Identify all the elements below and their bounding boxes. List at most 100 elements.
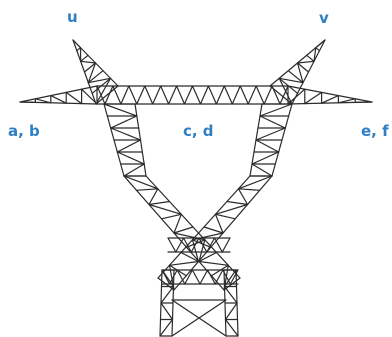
lower-cross — [171, 299, 227, 337]
left-foot-brace — [159, 318, 174, 337]
left-cross-leg-brace — [123, 175, 159, 190]
right-foot-brace — [224, 318, 239, 337]
left-cross-leg-brace — [148, 203, 182, 215]
right-cross-leg-brace — [214, 203, 249, 215]
right-cross-leg-brace — [191, 239, 200, 263]
left-cross-leg-strut — [173, 226, 194, 234]
right-cross-leg-brace — [237, 175, 273, 190]
left-wing-brace — [80, 88, 98, 105]
body-band-2-brace — [199, 269, 209, 285]
left-peak-brace — [87, 77, 112, 84]
crossarm-brace — [183, 85, 194, 105]
left-peak-strut — [91, 77, 112, 94]
right-cross-leg-strut — [214, 213, 236, 220]
left-peak-brace — [80, 60, 97, 64]
body-band-1-brace — [213, 237, 223, 253]
right-peak-brace — [278, 77, 304, 84]
right-peak-brace — [315, 39, 326, 49]
left-foot-brace — [161, 269, 175, 288]
crossarm-brace — [207, 85, 217, 105]
crossarm-brace — [231, 85, 241, 105]
crossarm-brace — [168, 85, 178, 105]
body-band-2-brace — [207, 269, 216, 285]
left-peak-strut — [87, 70, 104, 84]
crossarm-brace — [247, 85, 257, 105]
right-peak-brace — [278, 77, 293, 105]
left-peak-brace — [95, 77, 112, 105]
left-peak-strut — [80, 54, 89, 62]
left-cross-leg-brace — [198, 239, 206, 263]
right-peak-strut — [287, 70, 304, 84]
label-v: v — [319, 9, 329, 27]
body-band-2-brace — [191, 269, 201, 285]
left-peak-brace — [72, 39, 82, 49]
left-peak-brace — [87, 62, 97, 84]
right-foot-brace — [224, 302, 238, 321]
crossarm-brace — [120, 85, 130, 105]
body-band-2-brace — [229, 269, 239, 285]
left-foot-brace — [160, 302, 174, 321]
body-band-1-brace — [198, 237, 208, 253]
right-cross-leg-brace — [191, 232, 224, 241]
body-band-1-brace — [190, 237, 200, 253]
right-cross-leg-strut — [180, 251, 200, 263]
left-upper-leg-brace — [123, 163, 145, 177]
right-upper-leg-brace — [259, 103, 293, 117]
crossarm-brace — [144, 85, 154, 105]
right-cross-leg-strut — [237, 188, 261, 191]
left-upper-leg-brace — [116, 151, 145, 165]
right-wing-brace — [304, 91, 323, 105]
right-foot-brace — [223, 285, 238, 304]
left-upper-leg-brace — [103, 103, 138, 117]
left-wing-chord — [19, 85, 98, 103]
body-band-2-brace — [184, 269, 193, 285]
crossarm-brace — [199, 85, 209, 105]
left-cross-leg-brace — [148, 188, 159, 206]
body-band-1-brace — [167, 237, 177, 253]
crossarm-brace — [279, 85, 289, 105]
body-band-1-brace — [175, 237, 185, 253]
left-peak-strut — [76, 47, 82, 52]
body-band-1-brace — [182, 237, 192, 253]
right-cross-leg-strut — [226, 200, 249, 206]
right-wing-chord — [287, 85, 373, 103]
left-wing-brace — [50, 94, 67, 104]
right-peak-brace — [313, 47, 317, 62]
crossarm-brace — [255, 85, 265, 105]
crossarm-brace — [128, 85, 138, 105]
right-upper-leg-brace — [255, 139, 280, 153]
left-cross-leg-strut — [160, 213, 182, 220]
label-ef: e, f — [361, 122, 389, 140]
crossarm-brace — [152, 85, 162, 105]
right-upper-leg-brace — [251, 163, 273, 177]
right-peak-brace — [296, 60, 315, 64]
body-band-1-brace — [206, 237, 216, 253]
right-peak-strut — [278, 77, 299, 94]
right-peak-strut — [296, 62, 310, 73]
label-ab: a, b — [8, 122, 40, 140]
crossarm-brace — [239, 85, 249, 105]
right-peak-strut — [315, 47, 321, 52]
right-peak-brace — [296, 62, 304, 84]
right-wing-brace — [321, 94, 339, 104]
left-upper-leg-brace — [110, 127, 142, 141]
right-wing-brace — [337, 98, 356, 104]
left-peak-strut — [95, 85, 119, 105]
truss-members — [19, 39, 373, 337]
label-cd: c, d — [183, 122, 214, 140]
crossarm-brace — [215, 85, 225, 105]
left-cross-leg-brace — [198, 260, 229, 266]
right-peak-strut — [306, 54, 315, 62]
right-upper-leg-brace — [255, 127, 286, 141]
left-wing-brace — [65, 91, 83, 105]
left-cross-leg-strut — [135, 188, 159, 191]
left-wing-brace — [34, 98, 52, 104]
left-foot-brace — [160, 285, 175, 304]
right-cross-leg-strut — [203, 226, 224, 234]
left-cross-leg-brace — [173, 213, 182, 234]
crossarm-brace — [223, 85, 233, 105]
left-cross-leg-strut — [198, 251, 218, 263]
left-cross-leg-strut — [148, 200, 171, 206]
right-peak-strut — [269, 85, 293, 105]
